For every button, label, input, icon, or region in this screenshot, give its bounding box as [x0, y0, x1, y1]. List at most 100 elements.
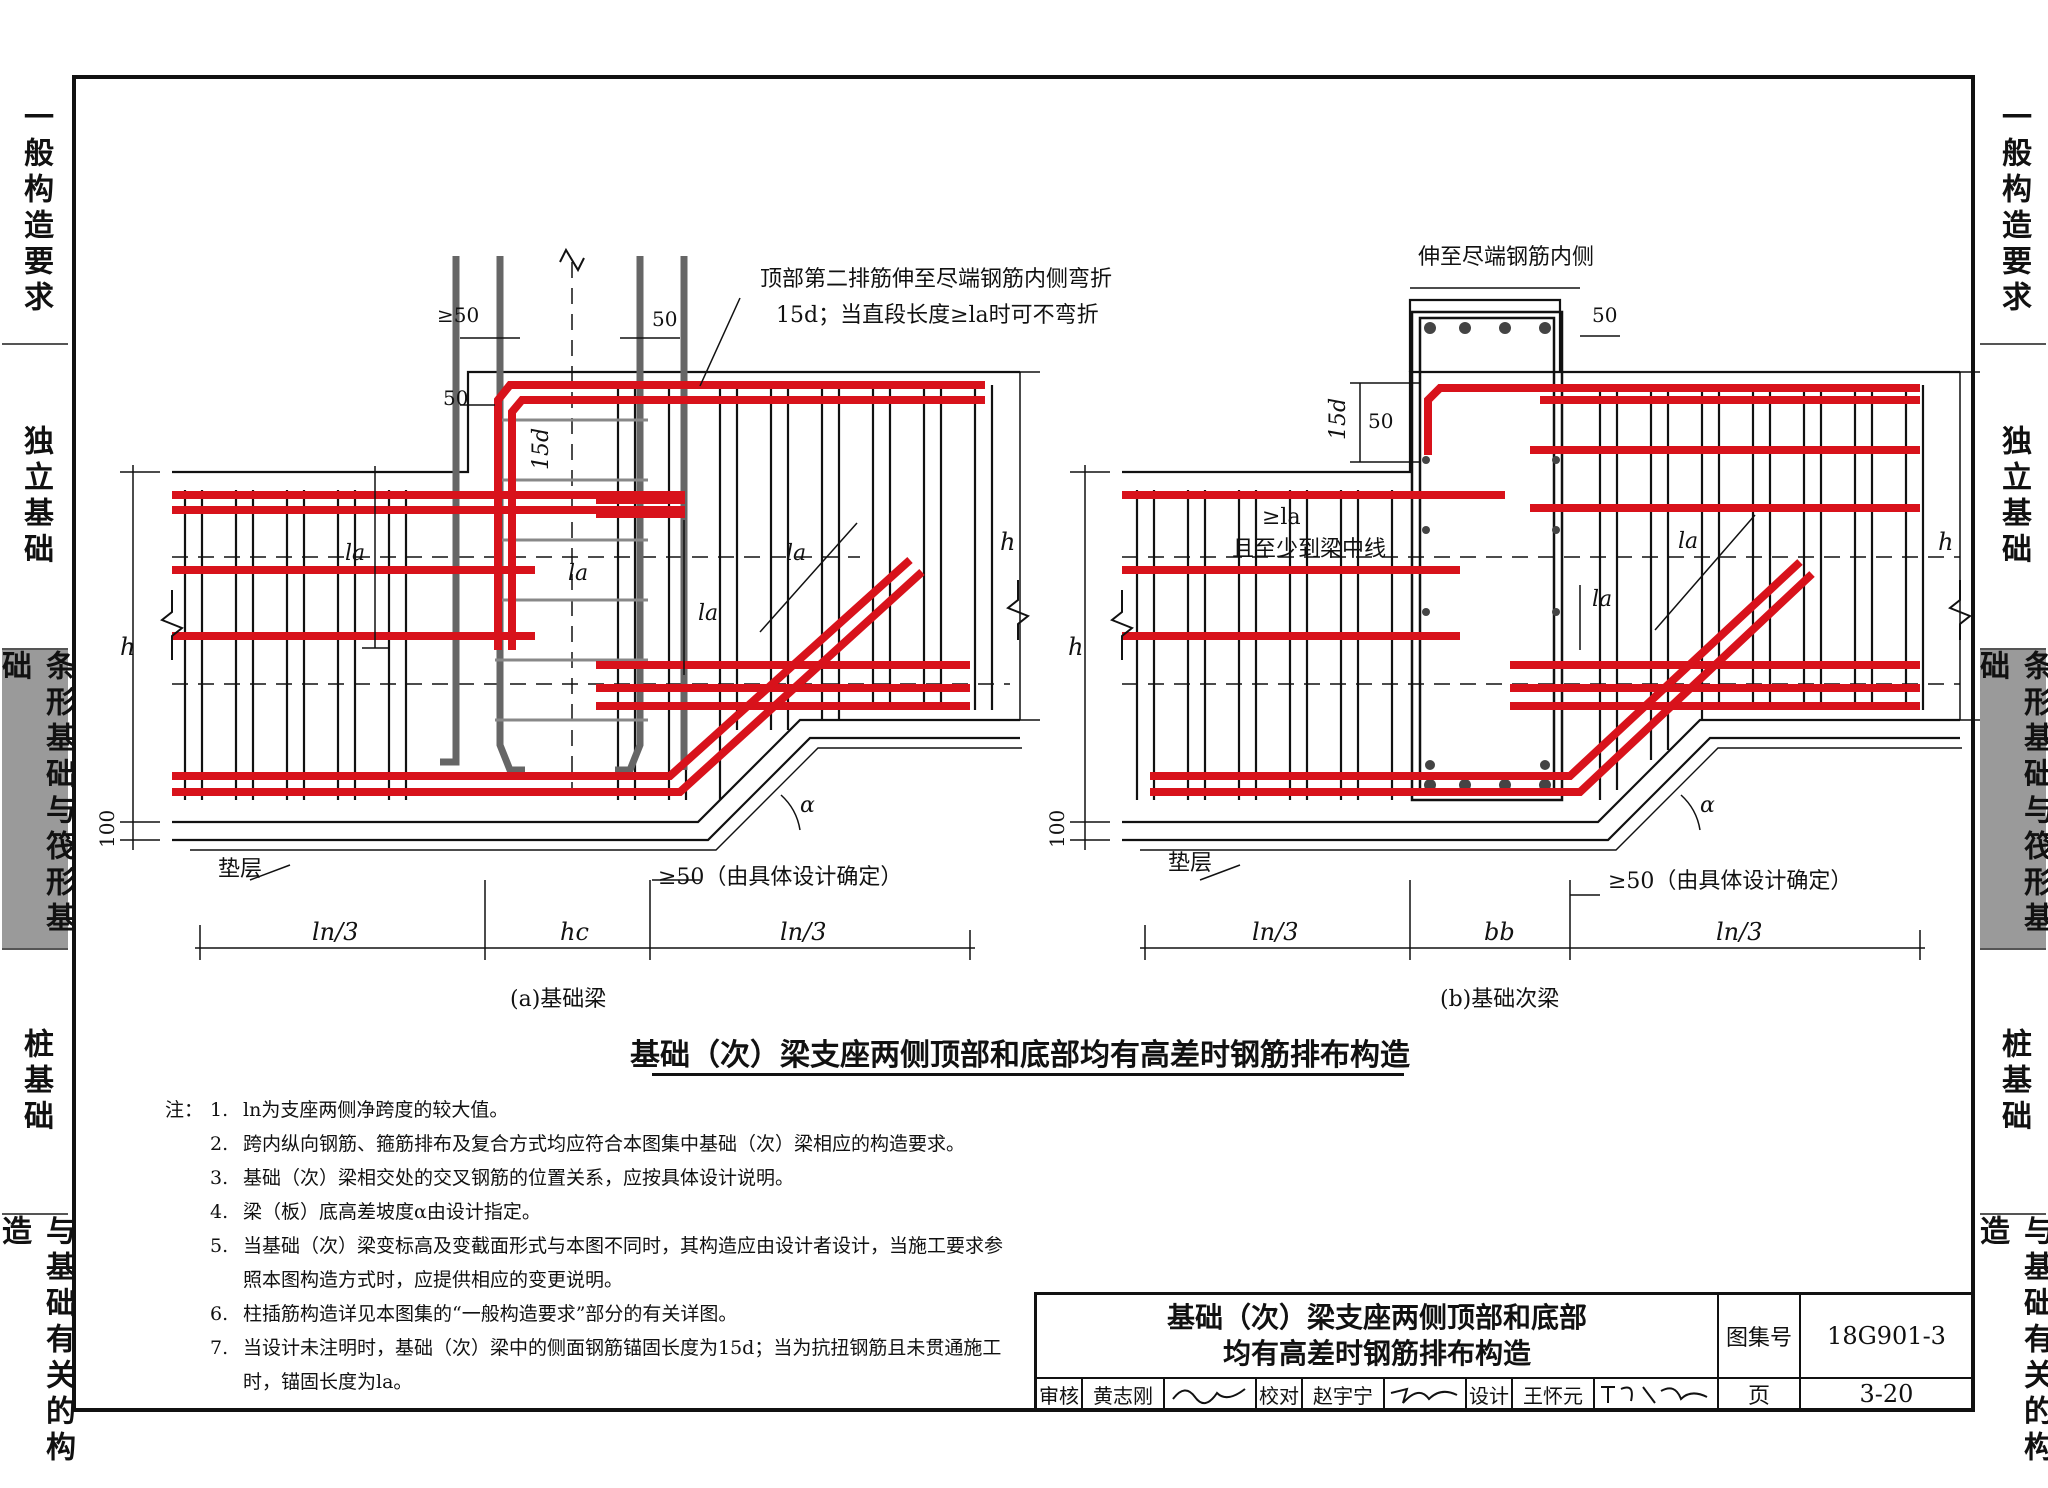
page-label: 页 — [1747, 1384, 1770, 1409]
side-tab-general[interactable]: 一般构造要求 — [1980, 75, 2046, 345]
diagram-b-dim-50-top: 50 — [1592, 303, 1617, 327]
diagram-a-rebars — [172, 381, 985, 796]
side-tab-isolated[interactable]: 独立基础 — [2, 345, 68, 650]
diagram-b-rebars — [1122, 384, 1920, 796]
diagram-b-dim-50: 50 — [1368, 409, 1393, 433]
diagram-a-outline — [172, 370, 1022, 851]
review-label: 审核 — [1039, 1383, 1079, 1408]
diagram-b-stirrups — [1135, 385, 1925, 800]
note-item: 2. 跨内纵向钢筋、箍筋排布及复合方式均应符合本图集中基础（次）梁相应的构造要求。 — [165, 1127, 1005, 1161]
diagram-a-la-mid: la — [568, 561, 588, 586]
diagram-a-column-ties — [495, 418, 648, 722]
diagram-b: 伸至尽端钢筋内侧 50 15d 50 ≥la 且至少到梁中线 la la h h… — [1045, 245, 1980, 1012]
side-tab-label: 与基础有关的构造 — [1974, 1215, 2048, 1467]
diagram-b-h-left: h — [1068, 633, 1083, 661]
diagram-a-dim-50-top: 50 — [652, 307, 677, 331]
diagram-a-caption: (a)基础梁 — [510, 987, 606, 1012]
title-line-1: 基础（次）梁支座两侧顶部和底部 — [1166, 1301, 1587, 1334]
note-text: 基础（次）梁相交处的交叉钢筋的位置关系，应按具体设计说明。 — [243, 1167, 795, 1189]
side-tab-isolated[interactable]: 独立基础 — [1980, 345, 2046, 650]
side-tab-strip-raft[interactable]: 条形基础与筏形基础 — [0, 650, 75, 950]
main-title: 基础（次）梁支座两侧顶部和底部均有高差时钢筋排布构造 — [630, 1038, 1410, 1073]
atlas-no: 18G901-3 — [1827, 1322, 1946, 1350]
diagram-b-la-mid: la — [1592, 587, 1612, 612]
notes: 注： 1. ln为支座两侧净跨度的较大值。 2. 跨内纵向钢筋、箍筋排布及复合方式均… — [165, 1093, 1005, 1399]
diagram-b-bb: bb — [1484, 918, 1515, 946]
diagram-a-la-right: la — [698, 601, 718, 626]
diagram-a-la-left: la — [345, 541, 365, 566]
diagram-a-ln3-right: ln/3 — [780, 918, 827, 946]
diagram-a: 顶部第二排筋伸至尽端钢筋内侧弯折 15d；当直段长度≥la时可不弯折 ≥50 5… — [95, 247, 1112, 1012]
diagram-a-alpha: α — [800, 793, 815, 818]
diagram-b-ln3-left: ln/3 — [1252, 918, 1299, 946]
diagram-b-ln3-right: ln/3 — [1716, 918, 1763, 946]
diagram-a-hc: hc — [560, 918, 589, 946]
diagram-b-ge50-note: ≥50（由具体设计确定） — [1608, 869, 1852, 894]
check-name: 赵宇宁 — [1313, 1383, 1373, 1408]
note-num: 6. — [210, 1303, 229, 1325]
note-num: 4. — [210, 1201, 229, 1223]
side-tab-pile[interactable]: 桩基础 — [2, 950, 68, 1215]
divider — [1383, 1379, 1385, 1409]
side-tab-general[interactable]: 一般构造要求 — [2, 75, 68, 345]
side-tab-related[interactable]: 与基础有关的构造 — [1974, 1215, 2048, 1487]
side-tab-label: 条形基础与筏形基础 — [0, 650, 75, 938]
diagram-a-ln3-left: ln/3 — [312, 918, 359, 946]
note-num: 1. — [210, 1099, 229, 1121]
diagram-b-15d: 15d — [1326, 398, 1351, 440]
divider — [1511, 1379, 1513, 1409]
side-tab-label: 独立基础 — [18, 424, 53, 569]
divider — [1593, 1379, 1595, 1409]
main-title-underline — [652, 1073, 1404, 1076]
diagram-b-caption: (b)基础次梁 — [1440, 987, 1559, 1012]
page-no: 3-20 — [1859, 1380, 1914, 1408]
diagram-a-cushion: 垫层 — [218, 857, 262, 882]
design-label: 设计 — [1469, 1383, 1509, 1408]
diagram-b-ge-la: ≥la — [1262, 505, 1301, 530]
design-signature — [1601, 1386, 1708, 1404]
divider — [1255, 1379, 1257, 1409]
side-tab-label: 与基础有关的构造 — [0, 1215, 75, 1467]
side-tab-pile[interactable]: 桩基础 — [1980, 950, 2046, 1215]
side-tab-label: 桩基础 — [18, 1027, 53, 1136]
note-num: 2. — [210, 1133, 229, 1155]
check-label: 校对 — [1259, 1383, 1299, 1408]
diagram-b-breaks — [1110, 580, 1972, 660]
diagram-a-dims — [120, 297, 1040, 960]
divider — [1163, 1379, 1165, 1409]
note-item: 5.当基础（次）梁变标高及变截面形式与本图不同时，其构造应由设计者设计，当施工要… — [165, 1229, 1005, 1297]
diagram-a-h-right: h — [1000, 528, 1015, 556]
note-text: ln为支座两侧净跨度的较大值。 — [243, 1099, 509, 1121]
diagram-a-stirrups — [183, 385, 994, 800]
note-text: 当设计未注明时，基础（次）梁中的侧面钢筋锚固长度为15d；当为抗扭钢筋且未贯通施… — [243, 1337, 1002, 1393]
note-num: 5. — [210, 1235, 229, 1257]
diagram-a-callout-1: 顶部第二排筋伸至尽端钢筋内侧弯折 — [760, 267, 1112, 292]
side-tab-label: 一般构造要求 — [1996, 101, 2031, 317]
diagram-b-to-center: 且至少到梁中线 — [1232, 537, 1386, 562]
diagram-b-la-diag: la — [1678, 529, 1698, 554]
side-tab-label: 独立基础 — [1996, 424, 2031, 569]
note-item: 7.当设计未注明时，基础（次）梁中的侧面钢筋锚固长度为15d；当为抗扭钢筋且未贯… — [165, 1331, 1003, 1399]
side-tab-related[interactable]: 与基础有关的构造 — [0, 1215, 75, 1487]
note-item: 1. ln为支座两侧净跨度的较大值。 — [165, 1093, 1005, 1127]
drawing-frame — [72, 75, 1975, 1412]
side-tab-strip-raft[interactable]: 条形基础与筏形基础 — [1974, 650, 2048, 950]
note-text: 跨内纵向钢筋、箍筋排布及复合方式均应符合本图集中基础（次）梁相应的构造要求。 — [243, 1133, 966, 1155]
divider — [1717, 1295, 1719, 1409]
diagram-b-dims — [1070, 287, 1980, 960]
review-name: 黄志刚 — [1093, 1383, 1153, 1408]
title-block-title: 基础（次）梁支座两侧顶部和底部 均有高差时钢筋排布构造 — [1037, 1295, 1717, 1377]
check-signature — [1390, 1387, 1458, 1404]
diagram-b-top-note: 伸至尽端钢筋内侧 — [1418, 245, 1594, 270]
side-tab-label: 一般构造要求 — [18, 101, 53, 317]
atlas-label: 图集号 — [1725, 1326, 1792, 1351]
diagram-b-dim-100: 100 — [1045, 810, 1069, 848]
design-name: 王怀元 — [1523, 1383, 1583, 1408]
side-tab-label: 条形基础与筏形基础 — [1974, 650, 2048, 938]
notes-head: 注： — [165, 1099, 204, 1121]
diagram-a-h-left: h — [120, 633, 135, 661]
note-text: 柱插筋构造详见本图集的“一般构造要求”部分的有关详图。 — [243, 1303, 738, 1325]
diagram-a-15d: 15d — [529, 428, 554, 470]
note-num: 3. — [210, 1167, 229, 1189]
divider — [1037, 1377, 1972, 1379]
